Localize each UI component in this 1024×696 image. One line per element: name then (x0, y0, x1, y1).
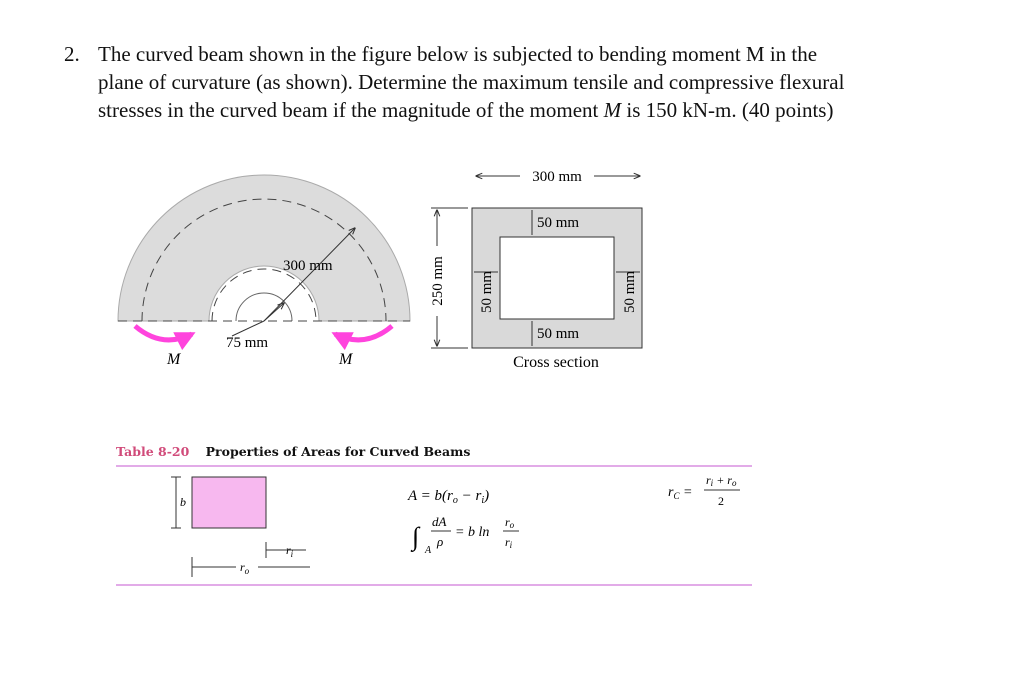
inner-hole-outline (235, 292, 293, 322)
table-rectangle (191, 476, 267, 529)
bottom-flange-label: 50 mm (537, 326, 579, 342)
rc-denominator: 2 (718, 494, 724, 508)
ln-numerator: ro (505, 515, 515, 530)
table-number: Table 8-20 (116, 444, 190, 459)
dim-ri-label: ri (286, 543, 294, 559)
radius-75-leader (231, 320, 265, 337)
problem-line-1: The curved beam shown in the figure belo… (98, 42, 818, 66)
height-label: 250 mm (430, 256, 446, 306)
width-label-bg (520, 164, 594, 184)
problem-line-3b: is 150 kN-m. (40 points) (621, 98, 834, 122)
rc-label: rC = (668, 485, 692, 501)
problem-line-2: plane of curvature (as shown). Determine… (98, 70, 845, 94)
left-web-label: 50 mm (479, 271, 495, 313)
ln-denominator: ri (505, 535, 513, 550)
moment-label-left: M (166, 351, 182, 368)
cross-section-hollow (499, 236, 615, 320)
moment-label-right: M (338, 351, 354, 368)
height-label-bg (428, 246, 446, 316)
dim-b-label: b (180, 495, 186, 509)
integral-sign: ∫ (410, 522, 421, 552)
cross-section-caption: Cross section (513, 354, 599, 371)
problem-line-3: stresses in the curved beam if the magni… (98, 96, 984, 124)
problem-number: 2. (64, 42, 80, 66)
radius-75-line (263, 303, 284, 322)
curved-beam-figure: 300 mm 75 mm M M (117, 174, 411, 368)
width-label: 300 mm (532, 169, 582, 185)
beam-centerline-inner (211, 268, 317, 322)
moment-symbol: M (603, 98, 622, 122)
inner-radius-label: 75 mm (226, 335, 268, 351)
table-title: Properties of Areas for Curved Beams (205, 444, 471, 459)
right-web-label: 50 mm (622, 271, 638, 313)
problem-statement: 2. The curved beam shown in the figure b… (64, 40, 984, 124)
top-flange-label: 50 mm (537, 215, 579, 231)
curved-beam-shape (117, 174, 411, 322)
integral-denominator: ρ (436, 534, 443, 549)
dim-ro-label: ro (240, 560, 250, 576)
dim-ro-label-bg (236, 560, 258, 574)
rc-numerator: ri + ro (706, 473, 737, 488)
integral-numerator: dA (432, 514, 447, 529)
cross-section-figure: 300 mm 250 mm 50 mm 50 mm 50 mm 50 mm Cr… (428, 164, 643, 371)
integral-subscript: A (424, 545, 432, 556)
problem-line-3a: stresses in the curved beam if the magni… (98, 98, 604, 122)
area-formula: A = b(ro − ri) (407, 488, 489, 506)
table-figure: b ri ro A = b(ro − ri) ∫ A dA ρ = b ln r… (116, 465, 752, 586)
outer-radius-label: 300 mm (283, 258, 333, 274)
moment-arrow-left (133, 324, 196, 351)
table-header: Table 8-20 Properties of Areas for Curve… (116, 444, 470, 459)
integral-rhs: = b ln (455, 525, 489, 540)
moment-arrow-right (331, 324, 394, 351)
